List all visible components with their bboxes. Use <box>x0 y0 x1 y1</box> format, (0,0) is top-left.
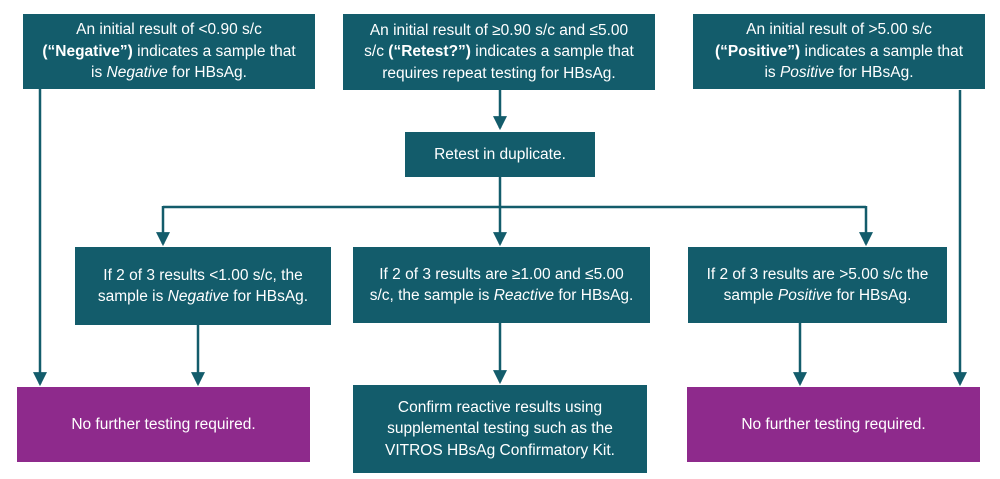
node-initial-negative: An initial result of <0.90 s/c(“Negative… <box>23 14 315 89</box>
node-no-further-testing-left: No further testing required. <box>17 387 310 462</box>
node-no-further-testing-right: No further testing required. <box>687 387 980 462</box>
node-initial-retest: An initial result of ≥0.90 s/c and ≤5.00… <box>343 14 655 90</box>
node-retest-in-duplicate: Retest in duplicate. <box>405 132 595 177</box>
node-initial-positive: An initial result of >5.00 s/c(“Positive… <box>693 14 985 89</box>
